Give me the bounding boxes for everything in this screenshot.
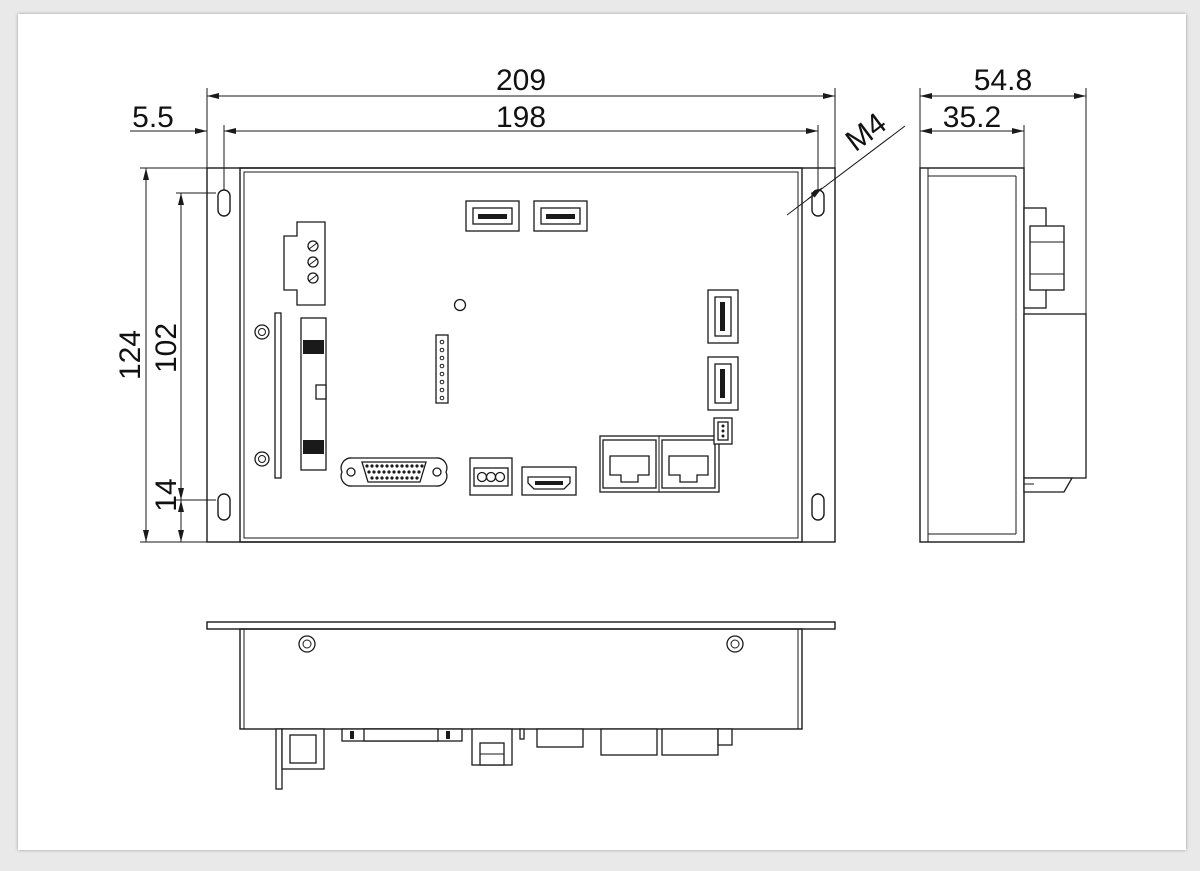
mounting-hole-bottom-right [811,493,825,521]
rj45-ports [599,435,720,493]
status-led [453,298,467,312]
dim-overall-height: 124 [114,330,147,380]
dim-overall-width: 209 [496,64,546,97]
bottom-screw-left [298,635,316,653]
dim-side-body-depth: 35.2 [943,101,1001,134]
mounting-hole-bottom-left [217,493,231,521]
enclosure-body [239,167,803,543]
hdmi-port [521,466,577,496]
sd-card-slot [274,312,327,479]
dim-hole-spacing-height: 102 [150,323,183,373]
side-view: 54.8 35.2 [919,64,1087,543]
mounting-hole-top-left [217,189,231,217]
usb-ports-top [465,200,588,232]
side-db25-profile [1023,207,1065,309]
dim-hole-bottom-offset: 14 [150,478,183,511]
usb-ports-right [707,289,739,411]
db25-connector [340,457,448,487]
dim-hole-edge-offset: 5.5 [132,101,174,134]
panel-screw-upper [254,324,270,340]
technical-drawing: 209 198 5.5 124 102 14 M4 54.8 35.2 [114,64,1087,790]
bottom-connector-profiles [275,728,733,790]
drawing-sheet: 209 198 5.5 124 102 14 M4 54.8 35.2 [18,14,1186,850]
front-view [206,167,836,543]
side-port-housing [1023,313,1087,479]
bottom-enclosure [239,628,803,730]
side-enclosure [919,167,1025,543]
dim-mount-screw: M4 [840,107,893,158]
dim-hole-spacing-width: 198 [496,101,546,134]
small-jst-connector [713,417,733,445]
bottom-flange [206,621,836,630]
panel-screw-lower [254,451,270,467]
io-panel [243,171,799,539]
dim-side-depth: 54.8 [974,64,1032,97]
bottom-view [206,621,836,790]
bottom-screw-right [726,635,744,653]
dimension-lines [130,88,906,543]
terminal-block-3pin [469,457,513,496]
power-terminal-block [283,221,326,306]
pin-header [435,334,449,404]
